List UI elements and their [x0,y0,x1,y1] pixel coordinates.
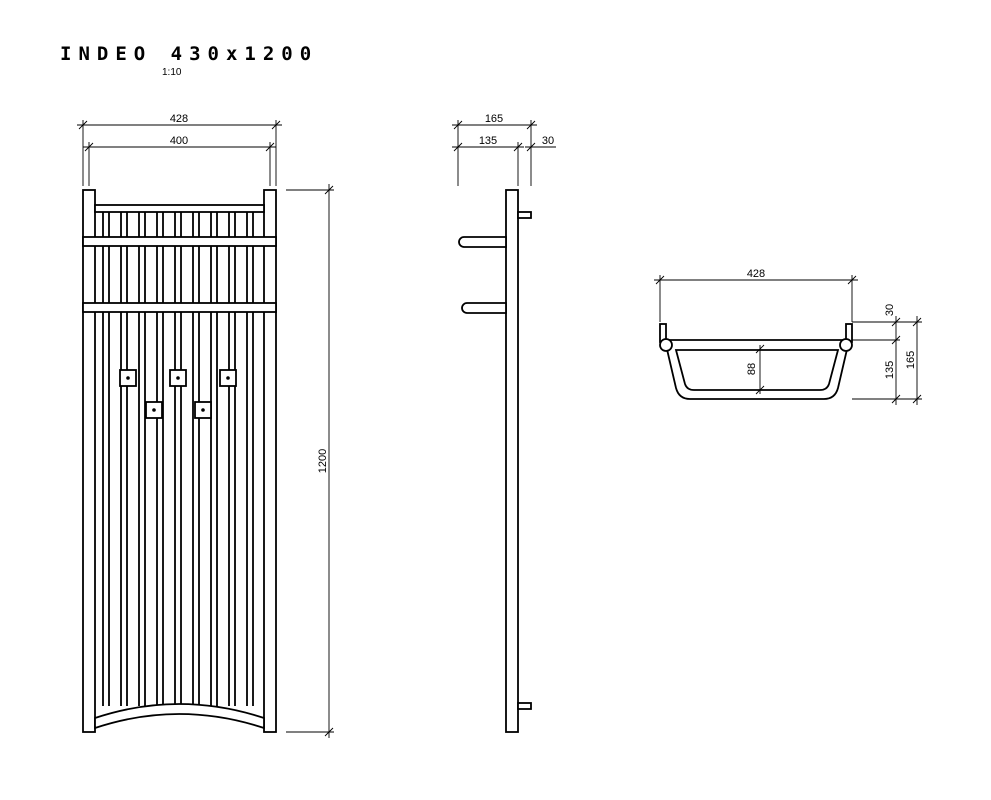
dimension-top-depth-hook: 135 [884,346,901,405]
bottom-curved-bar [94,703,265,730]
dimension-label: 30 [884,304,896,316]
cross-bar-upper [82,236,277,247]
dimension-front-width-inner: 400 [83,135,276,186]
dimension-label: 135 [884,361,896,379]
top-bar [94,204,265,213]
dimension-side-depth-hook: 135 [452,135,524,186]
dimension-top-width: 428 [654,268,858,322]
side-post [505,189,519,733]
post-left-cap [659,338,673,352]
left-post [82,189,96,733]
dimension-top-tray-depth: 88 [746,344,765,395]
side-view: 165 135 30 [452,113,556,733]
tray-outer [665,344,849,400]
post-right-cap [839,338,853,352]
right-post [263,189,277,733]
dimension-front-width-outer: 428 [77,113,282,186]
dimension-top-depth-total: 165 [905,316,922,405]
dimension-front-height: 1200 [286,184,334,738]
top-view: 428 88 30 135 165 [654,268,922,405]
wall-bracket-top [517,211,532,219]
dimension-label: 428 [747,268,765,280]
dimension-label: 1200 [317,449,329,473]
drawing-scale: 1:10 [162,67,182,78]
dimension-label: 135 [479,135,497,147]
dimension-side-depth-total: 165 [452,113,537,186]
dimension-label: 165 [905,351,917,369]
drawing-title: INDEO 430x1200 [60,43,318,65]
hooks [119,369,237,419]
dimension-label: 165 [485,113,503,125]
tray-inner [674,349,840,391]
vertical-slats [102,212,254,706]
dimension-label: 88 [746,363,758,375]
cross-bar-lower [82,302,277,313]
dimension-label: 400 [170,135,188,147]
dimension-top-depth-wall: 30 [884,304,901,346]
side-hook-upper [458,236,507,248]
dimension-label: 428 [170,113,188,125]
wall-bracket-bottom [517,702,532,710]
dimension-label: 30 [542,135,554,147]
dimension-side-depth-wall: 30 [525,135,556,152]
front-view: 428 400 1200 [77,113,334,738]
side-hook-lower [461,302,507,314]
